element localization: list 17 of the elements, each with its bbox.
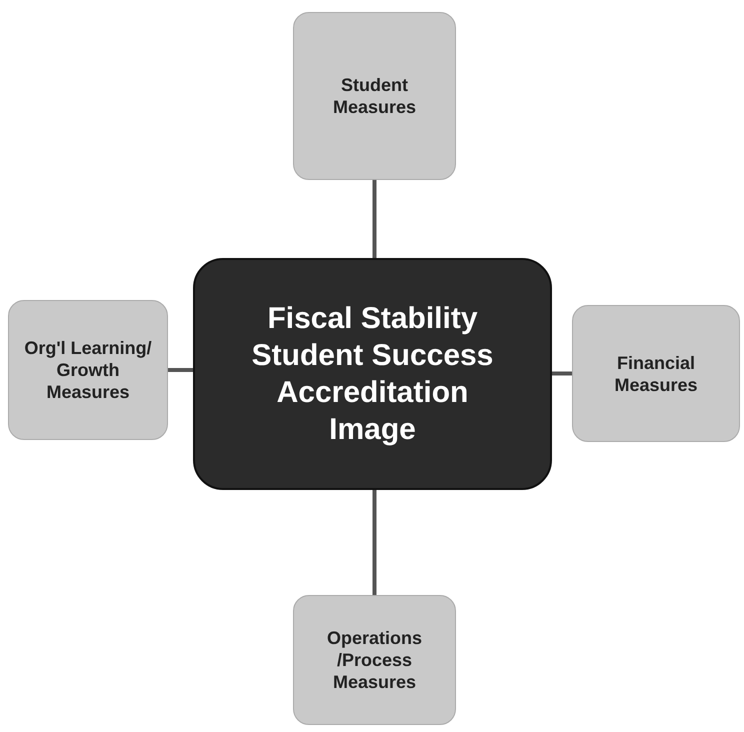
measure-box (572, 305, 740, 442)
connector-line (552, 372, 572, 376)
connector-line (168, 368, 193, 372)
central-box (193, 258, 552, 490)
measure-box (293, 12, 456, 180)
box-label: Financial Measures (613, 352, 699, 396)
box-label: Image (329, 412, 416, 448)
box-label: Org'l Learning/ Growth Measures (23, 337, 153, 403)
box-label: Fiscal Stability (267, 301, 478, 337)
box-label: Operations /Process Measures (326, 627, 424, 693)
connector-line (372, 490, 376, 595)
box-label: Student Measures (332, 74, 418, 118)
box-label: Accreditation (276, 375, 468, 411)
measure-box (8, 300, 168, 440)
box-label: Student Success (252, 338, 494, 374)
connector-line (372, 180, 376, 258)
measure-box (293, 595, 456, 725)
